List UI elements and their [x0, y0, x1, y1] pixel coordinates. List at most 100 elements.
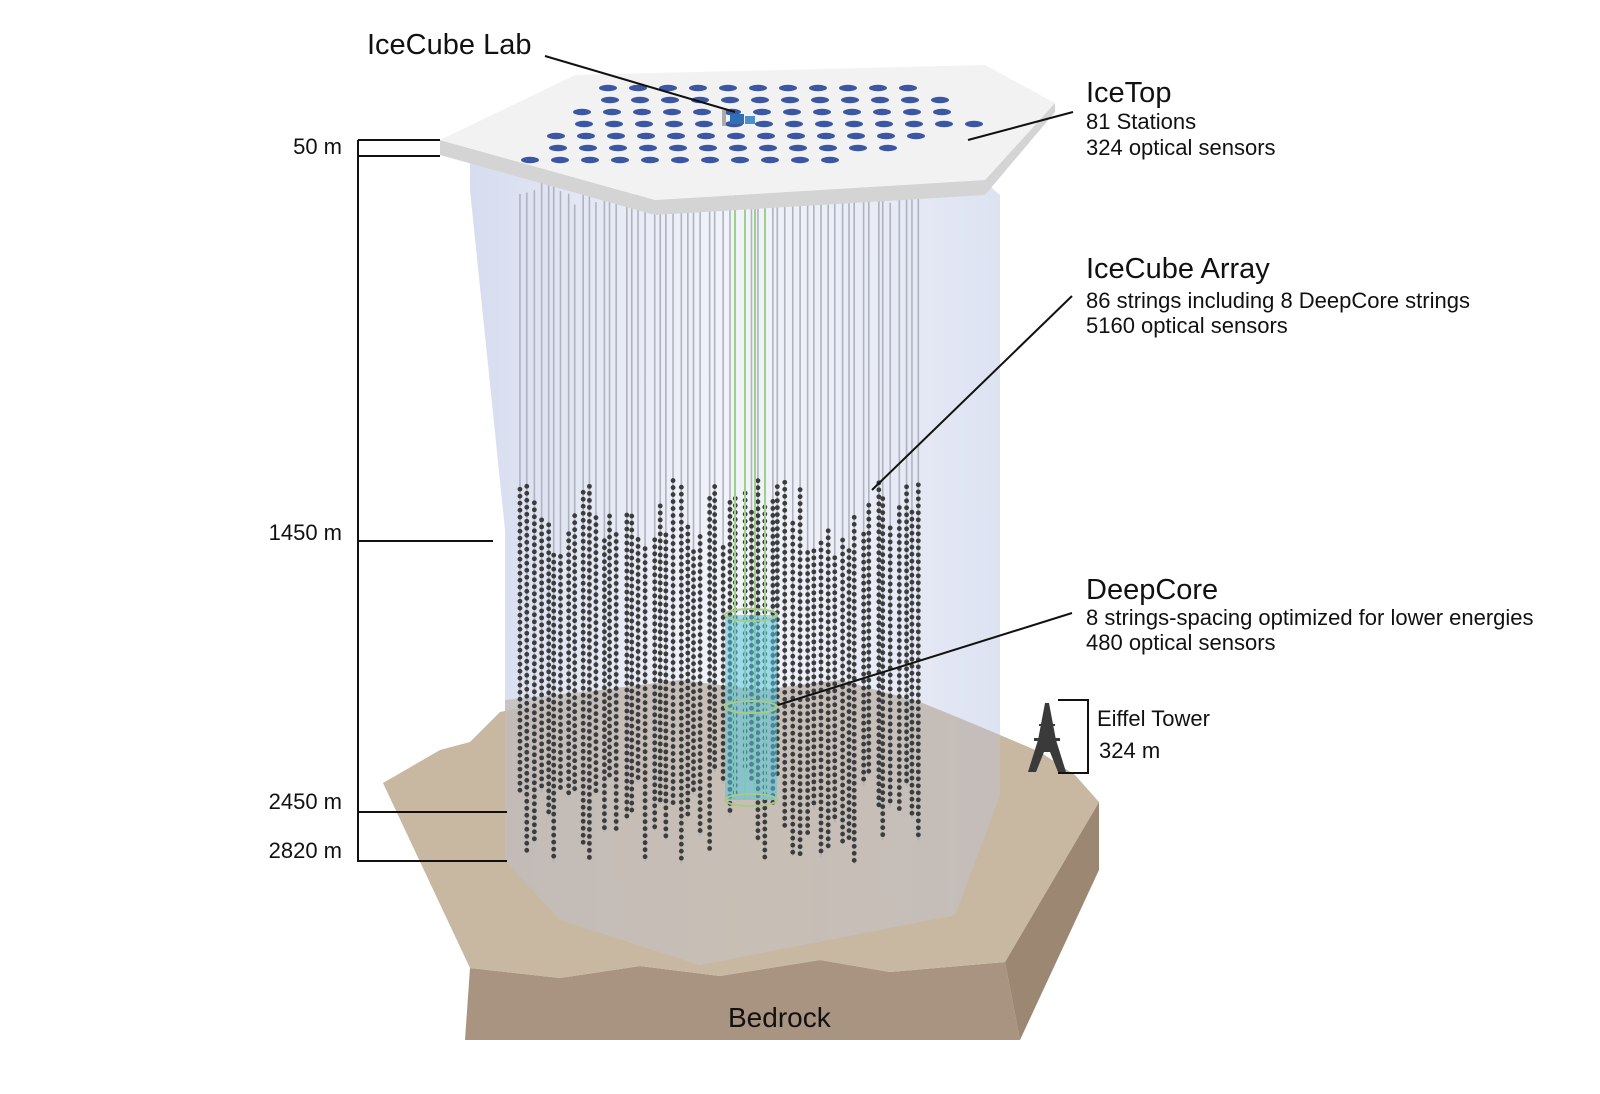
optical-sensor: [880, 804, 886, 810]
optical-sensor: [546, 564, 552, 570]
optical-sensor: [531, 696, 537, 702]
optical-sensor: [840, 698, 846, 704]
optical-sensor: [652, 817, 658, 823]
optical-sensor: [566, 538, 572, 544]
icetop-station: [933, 108, 951, 116]
optical-sensor: [657, 685, 663, 691]
icetop-station: [749, 84, 767, 92]
optical-sensor: [587, 644, 592, 650]
optical-sensor: [720, 587, 726, 592]
optical-sensor: [880, 573, 886, 579]
optical-sensor: [880, 531, 886, 537]
optical-sensor: [524, 700, 530, 706]
optical-sensor: [846, 765, 852, 770]
optical-sensor: [818, 736, 824, 742]
optical-sensor: [587, 560, 592, 566]
optical-sensor: [685, 692, 691, 698]
icetop-surface: [440, 65, 1055, 215]
optical-sensor: [887, 700, 893, 706]
optical-sensor: [517, 745, 523, 751]
optical-sensor: [580, 713, 586, 719]
optical-sensor: [790, 835, 796, 841]
optical-sensor: [876, 718, 882, 724]
optical-sensor: [551, 706, 557, 712]
optical-sensor: [580, 664, 586, 670]
optical-sensor: [580, 531, 586, 537]
optical-sensor: [774, 575, 780, 581]
optical-sensor: [678, 617, 684, 623]
optical-sensor: [909, 803, 915, 809]
optical-sensor: [818, 722, 824, 728]
optical-sensor: [915, 538, 921, 544]
optical-sensor: [624, 512, 630, 518]
optical-sensor: [851, 822, 857, 828]
optical-sensor: [909, 593, 915, 599]
optical-sensor: [678, 841, 684, 847]
optical-sensor: [685, 601, 691, 607]
optical-sensor: [904, 659, 909, 665]
optical-sensor: [727, 534, 733, 540]
optical-sensor: [876, 571, 882, 577]
optical-sensor: [517, 633, 523, 639]
optical-sensor: [805, 753, 811, 758]
optical-sensor: [663, 777, 669, 783]
optical-sensor: [697, 772, 703, 777]
optical-sensor: [832, 681, 838, 687]
optical-sensor: [642, 581, 648, 587]
optical-sensor: [558, 624, 563, 629]
optical-sensor: [642, 833, 648, 839]
optical-sensor: [712, 743, 718, 748]
optical-sensor: [811, 786, 817, 792]
optical-sensor: [840, 621, 846, 627]
optical-sensor: [593, 578, 599, 584]
optical-sensor: [790, 709, 796, 715]
optical-sensor: [624, 813, 630, 819]
optical-sensor: [712, 624, 718, 629]
optical-sensor: [642, 791, 648, 797]
optical-sensor: [531, 619, 537, 625]
optical-sensor: [782, 577, 788, 583]
optical-sensor: [678, 722, 684, 728]
optical-sensor: [652, 824, 658, 830]
optical-sensor: [524, 665, 530, 671]
optical-sensor: [876, 802, 882, 808]
optical-sensor: [825, 647, 831, 653]
optical-sensor: [629, 674, 635, 680]
optical-sensor: [551, 797, 557, 803]
optical-sensor: [678, 792, 684, 798]
optical-sensor: [825, 612, 831, 618]
optical-sensor: [572, 674, 578, 680]
optical-sensor: [887, 574, 893, 580]
optical-sensor: [642, 651, 648, 657]
optical-sensor: [602, 741, 607, 747]
optical-sensor: [593, 774, 599, 780]
optical-sensor: [678, 764, 684, 770]
optical-sensor: [580, 762, 586, 768]
optical-sensor: [652, 768, 658, 774]
optical-sensor: [846, 800, 852, 805]
optical-sensor: [727, 590, 733, 596]
optical-sensor: [866, 642, 872, 648]
optical-sensor: [607, 527, 612, 533]
optical-sensor: [607, 660, 612, 666]
icecube-lab-building: [722, 110, 755, 126]
optical-sensor: [558, 736, 563, 741]
optical-sensor: [546, 599, 552, 605]
optical-sensor: [915, 489, 921, 495]
optical-sensor: [678, 505, 684, 511]
optical-sensor: [805, 571, 811, 576]
optical-sensor: [670, 583, 676, 588]
optical-sensor: [691, 675, 696, 681]
optical-sensor: [915, 720, 921, 726]
optical-sensor: [825, 696, 831, 702]
optical-sensor: [909, 656, 915, 662]
optical-sensor: [818, 834, 824, 840]
optical-sensor: [697, 583, 703, 588]
optical-sensor: [887, 602, 893, 608]
optical-sensor: [580, 615, 586, 621]
optical-sensor: [517, 521, 523, 527]
optical-sensor: [818, 610, 824, 616]
optical-sensor: [904, 729, 909, 735]
optical-sensor: [652, 761, 658, 767]
optical-sensor: [566, 734, 572, 740]
